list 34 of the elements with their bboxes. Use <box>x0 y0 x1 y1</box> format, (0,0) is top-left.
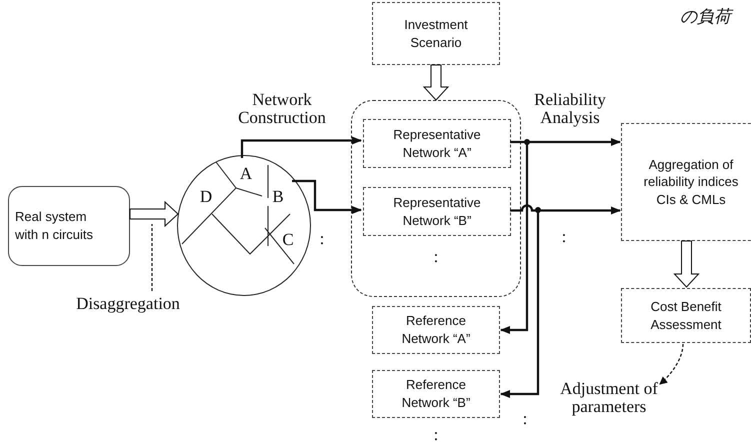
group-frame <box>351 100 521 297</box>
arrow <box>510 138 621 146</box>
hollow-arrow <box>422 64 450 101</box>
leader-line <box>151 224 153 291</box>
arrow <box>292 180 362 214</box>
process-box: Investment Scenario <box>372 2 500 65</box>
region-label: : <box>432 424 440 442</box>
region-label: B <box>271 186 285 208</box>
process-box: Reference Network “A” <box>372 306 500 354</box>
annotation-text: Disaggregation <box>58 292 198 316</box>
arrow <box>500 210 540 398</box>
arrow <box>510 204 621 214</box>
region-label: : <box>560 226 568 248</box>
region-label: C <box>281 229 295 251</box>
annotation-text: Adjustment of parameters <box>552 376 666 420</box>
header-fragment: の負荷 <box>680 2 751 30</box>
region-label: A <box>238 163 254 185</box>
region-label: : <box>318 228 326 250</box>
process-box: Cost Benefit Assessment <box>621 288 751 343</box>
process-box: Aggregation of reliability indices CIs & CMLs <box>621 123 751 241</box>
stage-label: Reliability Analysis <box>533 89 607 129</box>
process-box: Reference Network “B” <box>372 370 500 418</box>
process-box: Real system with n circuits <box>8 186 130 266</box>
arrow <box>659 344 684 385</box>
process-box: Representative Network “B” <box>363 187 511 236</box>
hollow-arrow <box>130 200 179 228</box>
region-label: : <box>522 408 528 430</box>
arrow <box>500 142 528 334</box>
region-label: : <box>432 246 440 268</box>
process-box: Representative Network “A” <box>363 119 511 168</box>
arrow <box>240 136 362 158</box>
region-label: D <box>198 186 214 208</box>
stage-label: Network Construction <box>237 89 327 129</box>
hollow-arrow <box>673 240 700 288</box>
